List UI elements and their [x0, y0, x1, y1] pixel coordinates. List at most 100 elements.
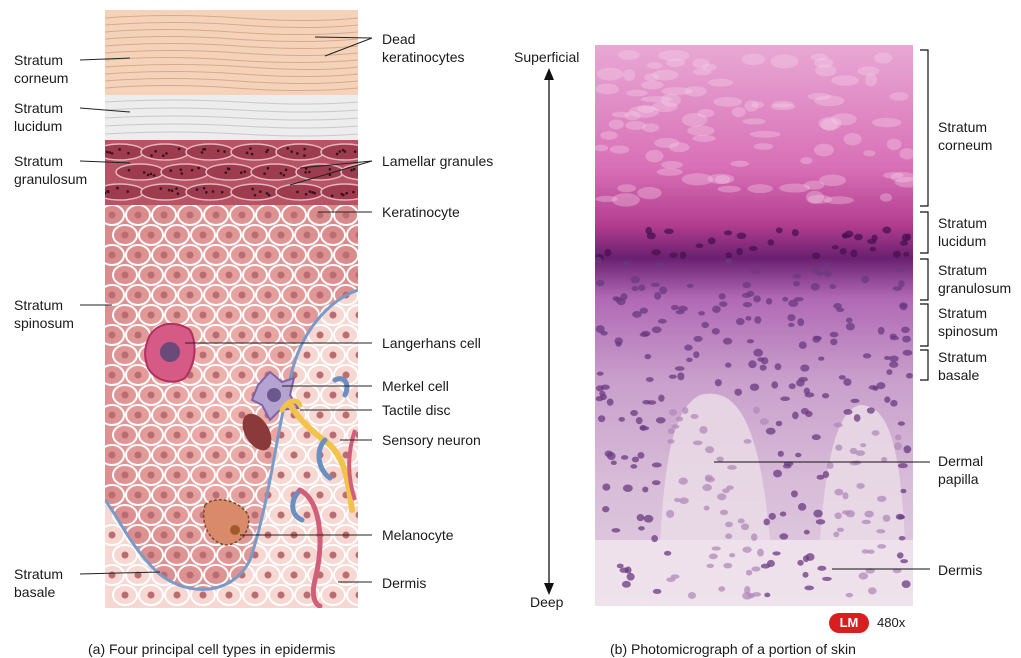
cell-nucleus [782, 297, 788, 302]
nucleus [135, 532, 142, 539]
nucleus [278, 592, 285, 599]
corneum-texture [625, 121, 646, 130]
cell-nucleus [799, 341, 807, 349]
cell-nucleus [709, 554, 718, 560]
lamellar-granule [263, 172, 266, 175]
nucleus [161, 452, 168, 459]
cell-nucleus [751, 566, 760, 571]
cell-nucleus [712, 546, 721, 550]
lamellar-granule [147, 174, 150, 177]
nucleus [148, 472, 155, 479]
cell-nucleus [677, 372, 684, 380]
cell-nucleus [596, 385, 604, 391]
cell-nucleus [793, 281, 800, 287]
lamellar-granule [104, 192, 107, 195]
nucleus [174, 392, 181, 399]
nucleus [213, 292, 220, 299]
lamellar-granule [203, 187, 206, 190]
lamellar-granule [178, 148, 181, 151]
lamellar-granule [118, 148, 121, 151]
nucleus [187, 212, 194, 219]
cell-nucleus [747, 339, 754, 343]
label-line: Stratum [938, 214, 987, 232]
nucleus [278, 512, 285, 519]
cell-nucleus [792, 229, 799, 236]
corneum-texture [597, 68, 624, 81]
granulosum-cell [141, 184, 189, 200]
cell-nucleus [805, 411, 812, 417]
nucleus [122, 472, 129, 479]
cell-nucleus [889, 355, 899, 361]
cell-nucleus [904, 445, 912, 453]
cell-nucleus [640, 426, 650, 430]
lamellar-granule [108, 151, 111, 154]
nucleus [330, 352, 337, 359]
nucleus [252, 272, 259, 279]
nucleus [200, 432, 207, 439]
corneum-texture [824, 196, 854, 204]
lamellar-granule [338, 150, 341, 153]
cell-nucleus [863, 353, 871, 358]
corneum-texture [743, 118, 766, 124]
lamellar-granule [128, 169, 131, 172]
cell-nucleus [835, 444, 842, 450]
nucleus [252, 512, 259, 519]
cell-nucleus [622, 581, 631, 588]
cell-nucleus [632, 286, 639, 291]
corneum-texture [890, 92, 909, 101]
magnification-label: 480x [877, 615, 905, 630]
nucleus [343, 572, 350, 579]
nucleus [226, 592, 233, 599]
cell-nucleus [906, 373, 913, 379]
corneum-texture [831, 75, 859, 86]
nucleus [304, 592, 311, 599]
nucleus [239, 292, 246, 299]
corneum-texture [744, 100, 758, 111]
cell-nucleus [640, 332, 650, 336]
corneum-texture [661, 161, 683, 169]
cell-nucleus [896, 268, 905, 272]
cell-nucleus [894, 442, 902, 450]
cell-nucleus [867, 407, 875, 413]
nucleus [187, 292, 194, 299]
corneum-texture [771, 55, 799, 69]
corneum-texture [626, 90, 647, 97]
lamellar-granule [196, 188, 199, 191]
lamellar-granule [282, 174, 285, 177]
corneum-texture [708, 79, 733, 87]
lamellar-granule [171, 189, 174, 192]
nucleus [213, 212, 220, 219]
nucleus [161, 212, 168, 219]
cell-nucleus [675, 366, 685, 371]
cell-nucleus [768, 239, 774, 245]
nucleus [304, 552, 311, 559]
nucleus [226, 272, 233, 279]
cell-nucleus [898, 421, 905, 425]
nucleus [161, 532, 168, 539]
cell-nucleus [764, 593, 770, 598]
cell-nucleus [792, 412, 799, 420]
nucleus [252, 352, 259, 359]
nucleus [265, 212, 272, 219]
cell-nucleus [717, 493, 726, 500]
nucleus [148, 232, 155, 239]
label-stratum-basale-b: Stratum basale [938, 348, 987, 384]
nucleus [174, 432, 181, 439]
label-line: granulosum [14, 170, 87, 188]
cell-nucleus [769, 513, 776, 520]
cell-nucleus [636, 417, 643, 424]
cell-nucleus [719, 293, 726, 299]
lamellar-granule [313, 192, 316, 195]
nucleus [213, 252, 220, 259]
nucleus [317, 412, 324, 419]
cell-nucleus [886, 369, 892, 375]
lamellar-granule [311, 191, 314, 194]
nucleus [330, 552, 337, 559]
label-stratum-lucidum-b: Stratum lucidum [938, 214, 987, 250]
nucleus [356, 592, 363, 599]
lamellar-granule [223, 150, 226, 153]
cell-nucleus [854, 234, 863, 241]
cell-nucleus [800, 365, 809, 372]
cell-nucleus [737, 232, 747, 239]
nucleus [330, 272, 337, 279]
